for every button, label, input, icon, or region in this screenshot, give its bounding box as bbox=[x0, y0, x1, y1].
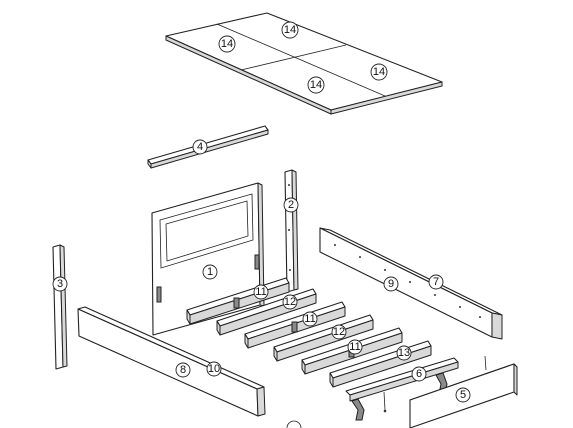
callout-label: 14 bbox=[373, 66, 385, 78]
top-panel-seam-short bbox=[240, 44, 347, 71]
top-panels bbox=[165, 12, 443, 115]
side-rail-face bbox=[319, 227, 493, 338]
callout-14a: 14 bbox=[281, 21, 299, 39]
foot-board-end bbox=[513, 363, 518, 396]
headboard-frame-inner bbox=[165, 200, 249, 262]
rail-hole bbox=[479, 316, 481, 318]
callout-label: 1 bbox=[207, 266, 213, 278]
callout-label: 7 bbox=[433, 276, 439, 288]
callout-label: 11 bbox=[349, 341, 360, 353]
foot-pin bbox=[484, 355, 487, 371]
callout-14d: 14 bbox=[307, 76, 325, 94]
slat-3-bracket bbox=[291, 321, 298, 333]
callout-9: 9 bbox=[383, 276, 399, 292]
callout-label: 10 bbox=[208, 363, 220, 375]
rail-hole bbox=[359, 256, 361, 258]
callout-12a: 12 bbox=[282, 294, 298, 310]
callout-label: 6 bbox=[416, 368, 422, 380]
slat-1-bracket bbox=[233, 297, 240, 309]
top-slat-edge bbox=[150, 129, 269, 169]
top-slat-face bbox=[147, 125, 269, 165]
callout-label: 8 bbox=[180, 364, 186, 376]
slat-3-end bbox=[244, 333, 249, 349]
right-post bbox=[284, 169, 299, 293]
callout-12b: 12 bbox=[331, 324, 347, 340]
slat-2-end bbox=[216, 320, 221, 336]
callout-11b: 11 bbox=[302, 311, 318, 327]
callout-11c: 11 bbox=[347, 339, 363, 355]
top-slat bbox=[147, 125, 269, 169]
headboard-hinge-right bbox=[254, 254, 260, 270]
callout-6: 6 bbox=[411, 366, 427, 382]
callout-4: 4 bbox=[192, 139, 208, 155]
callout-14b: 14 bbox=[218, 35, 236, 53]
left-post bbox=[52, 244, 68, 370]
callout-13: 13 bbox=[396, 345, 412, 361]
slat-5-end bbox=[301, 359, 306, 375]
callout-label: 2 bbox=[288, 199, 294, 211]
rail-hole bbox=[384, 269, 386, 271]
callout-8: 8 bbox=[175, 362, 191, 378]
callout-label: 14 bbox=[284, 24, 296, 36]
headboard-frame-outer bbox=[159, 193, 254, 269]
callout-label: 12 bbox=[284, 296, 296, 308]
callout-label: 11 bbox=[255, 286, 266, 298]
callout-label: 14 bbox=[310, 79, 322, 91]
headboard-hinge-left bbox=[156, 286, 162, 303]
callout-label: 5 bbox=[460, 389, 466, 401]
slat-4-end bbox=[273, 346, 278, 362]
top-panel-seam-long bbox=[216, 23, 386, 97]
callout-3: 3 bbox=[52, 276, 68, 292]
rail-hole bbox=[334, 244, 336, 246]
callout-label: 3 bbox=[57, 278, 63, 290]
callout-7: 7 bbox=[428, 274, 444, 290]
callout-label: 4 bbox=[197, 141, 203, 153]
rail-hole bbox=[409, 281, 411, 283]
left-post-edge bbox=[59, 244, 68, 368]
support-leg-left bbox=[351, 398, 365, 421]
rail-hole bbox=[434, 294, 436, 296]
top-panel-edge-side bbox=[330, 81, 443, 115]
callout-11a: 11 bbox=[253, 284, 269, 300]
callout-label: 13 bbox=[398, 347, 410, 359]
slat-1-end bbox=[186, 309, 191, 325]
partial-callout-arc bbox=[286, 420, 302, 428]
post-hole bbox=[289, 269, 291, 271]
support-pin bbox=[383, 391, 386, 411]
callout-1: 1 bbox=[202, 264, 218, 280]
slat-6-end bbox=[329, 372, 334, 388]
callout-label: 12 bbox=[333, 326, 345, 338]
callout-2: 2 bbox=[283, 197, 299, 213]
front-rail-end bbox=[256, 386, 266, 417]
callout-label: 9 bbox=[388, 278, 394, 290]
support-pin-end bbox=[383, 409, 387, 413]
rail-hole bbox=[459, 306, 461, 308]
callout-14c: 14 bbox=[370, 63, 388, 81]
callout-label: 14 bbox=[221, 38, 233, 50]
side-rail-end bbox=[491, 312, 503, 340]
post-hole bbox=[288, 184, 290, 186]
callout-label: 11 bbox=[304, 313, 315, 325]
callout-10: 10 bbox=[206, 361, 222, 377]
post-hole bbox=[288, 229, 290, 231]
callout-5: 5 bbox=[455, 387, 471, 403]
